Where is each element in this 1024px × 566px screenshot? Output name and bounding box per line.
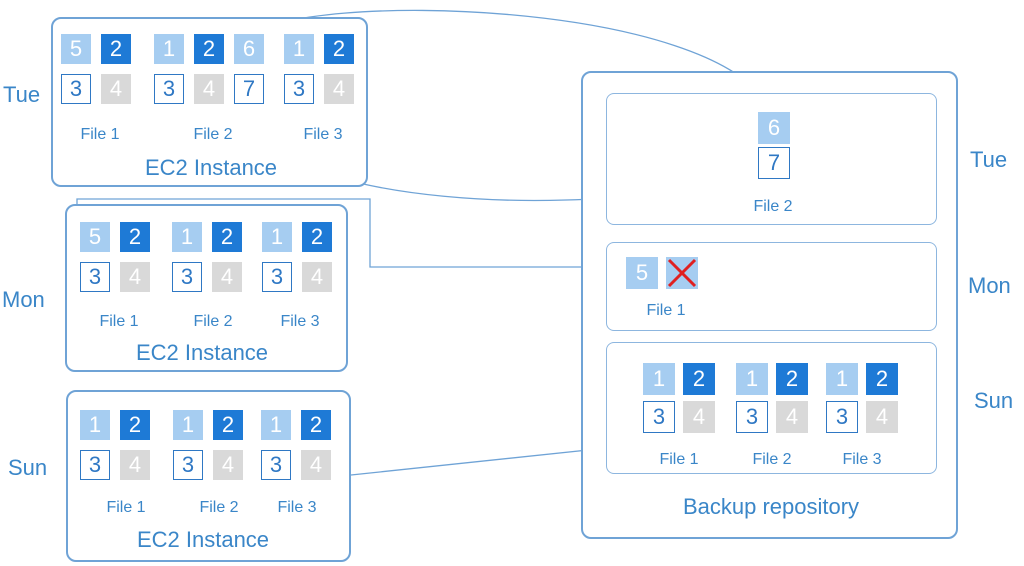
file-label-3: File 3: [280, 313, 320, 330]
block-2: 2: [302, 222, 332, 252]
block-4: 4: [120, 262, 150, 292]
block-1: 1: [262, 222, 292, 252]
repo-day-label-mon: Mon: [968, 273, 1011, 298]
block-2: 2: [866, 363, 898, 395]
block-2: 2: [324, 34, 354, 64]
x-mark-icon: [667, 258, 697, 288]
block-3: 3: [736, 401, 768, 433]
block-5: 5: [61, 34, 91, 64]
block-4: 4: [776, 401, 808, 433]
file-label-3: File 3: [277, 499, 317, 516]
repo-backup-mon: 5 File 1: [606, 242, 937, 331]
block-3: 3: [173, 450, 203, 480]
file-label-1: File 1: [99, 313, 139, 330]
block-2: 2: [301, 410, 331, 440]
block-4: 4: [324, 74, 354, 104]
block-2: 2: [683, 363, 715, 395]
block-4: 4: [120, 450, 150, 480]
file-label-1: File 1: [659, 451, 699, 468]
block-3: 3: [261, 450, 291, 480]
file-label-2: File 2: [752, 451, 792, 468]
block-3: 3: [262, 262, 292, 292]
file-label-2: File 2: [199, 499, 239, 516]
instance-title: EC2 Instance: [135, 340, 269, 365]
file-label-2: File 2: [193, 126, 233, 143]
repo-day-label-tue: Tue: [970, 147, 1008, 172]
block-6: 6: [758, 112, 790, 144]
block-3: 3: [826, 401, 858, 433]
block-3: 3: [154, 74, 184, 104]
block-5: 5: [626, 257, 658, 289]
block-4: 4: [302, 262, 332, 292]
arrow-sun-files: [350, 444, 608, 476]
block-1: 1: [643, 363, 675, 395]
block-4: 4: [301, 450, 331, 480]
block-2: 2: [120, 222, 150, 252]
repo-day-label-sun: Sun: [974, 388, 1014, 413]
repo-backup-tue: 6 7 File 2: [606, 93, 937, 225]
block-1: 1: [154, 34, 184, 64]
block-2: 2: [120, 410, 150, 440]
block-3: 3: [172, 262, 202, 292]
file-label-1: File 1: [106, 499, 146, 516]
backup-repository: 6 7 File 2 5 File 1 1 2 3 4 1 2 3 4 1 2 …: [581, 71, 958, 539]
block-2: 2: [212, 222, 242, 252]
block-5: 5: [80, 222, 110, 252]
block-4: 4: [683, 401, 715, 433]
block-1: 1: [826, 363, 858, 395]
block-3: 3: [284, 74, 314, 104]
block-4: 4: [212, 262, 242, 292]
block-3: 3: [61, 74, 91, 104]
file-label-1: File 1: [646, 302, 686, 319]
ec2-instance-tue: 5 2 3 4 1 2 6 3 4 7 1 2 3 4 File 1 File …: [51, 17, 368, 187]
ec2-instance-sun: 1 2 3 4 1 2 3 4 1 2 3 4 File 1 File 2 Fi…: [66, 390, 351, 562]
block-2: 2: [776, 363, 808, 395]
day-label-mon: Mon: [2, 287, 45, 312]
block-3: 3: [80, 262, 110, 292]
file-label-2: File 2: [753, 198, 793, 215]
block-6: 6: [234, 34, 264, 64]
block-2: 2: [213, 410, 243, 440]
block-4: 4: [194, 74, 224, 104]
block-1: 1: [172, 222, 202, 252]
block-1: 1: [284, 34, 314, 64]
block-7: 7: [234, 74, 264, 104]
block-1: 1: [261, 410, 291, 440]
block-4: 4: [213, 450, 243, 480]
block-1: 1: [736, 363, 768, 395]
ec2-instance-mon: 5 2 3 4 1 2 3 4 1 2 3 4 File 1 File 2 Fi…: [65, 204, 348, 372]
block-7: 7: [758, 147, 790, 179]
instance-title: EC2 Instance: [144, 155, 278, 180]
block-1: 1: [173, 410, 203, 440]
day-label-sun: Sun: [8, 455, 48, 480]
file-label-3: File 3: [842, 451, 882, 468]
block-2: 2: [194, 34, 224, 64]
file-label-1: File 1: [80, 126, 120, 143]
day-label-tue: Tue: [3, 82, 41, 107]
block-3: 3: [80, 450, 110, 480]
deleted-block: [666, 257, 698, 289]
instance-title: EC2 Instance: [136, 527, 270, 552]
block-4: 4: [101, 74, 131, 104]
file-label-3: File 3: [303, 126, 343, 143]
block-2: 2: [101, 34, 131, 64]
repo-backup-sun: 1 2 3 4 1 2 3 4 1 2 3 4 File 1 File 2 Fi…: [606, 342, 937, 474]
block-3: 3: [643, 401, 675, 433]
block-4: 4: [866, 401, 898, 433]
block-1: 1: [80, 410, 110, 440]
repository-title: Backup repository: [682, 494, 860, 519]
file-label-2: File 2: [193, 313, 233, 330]
